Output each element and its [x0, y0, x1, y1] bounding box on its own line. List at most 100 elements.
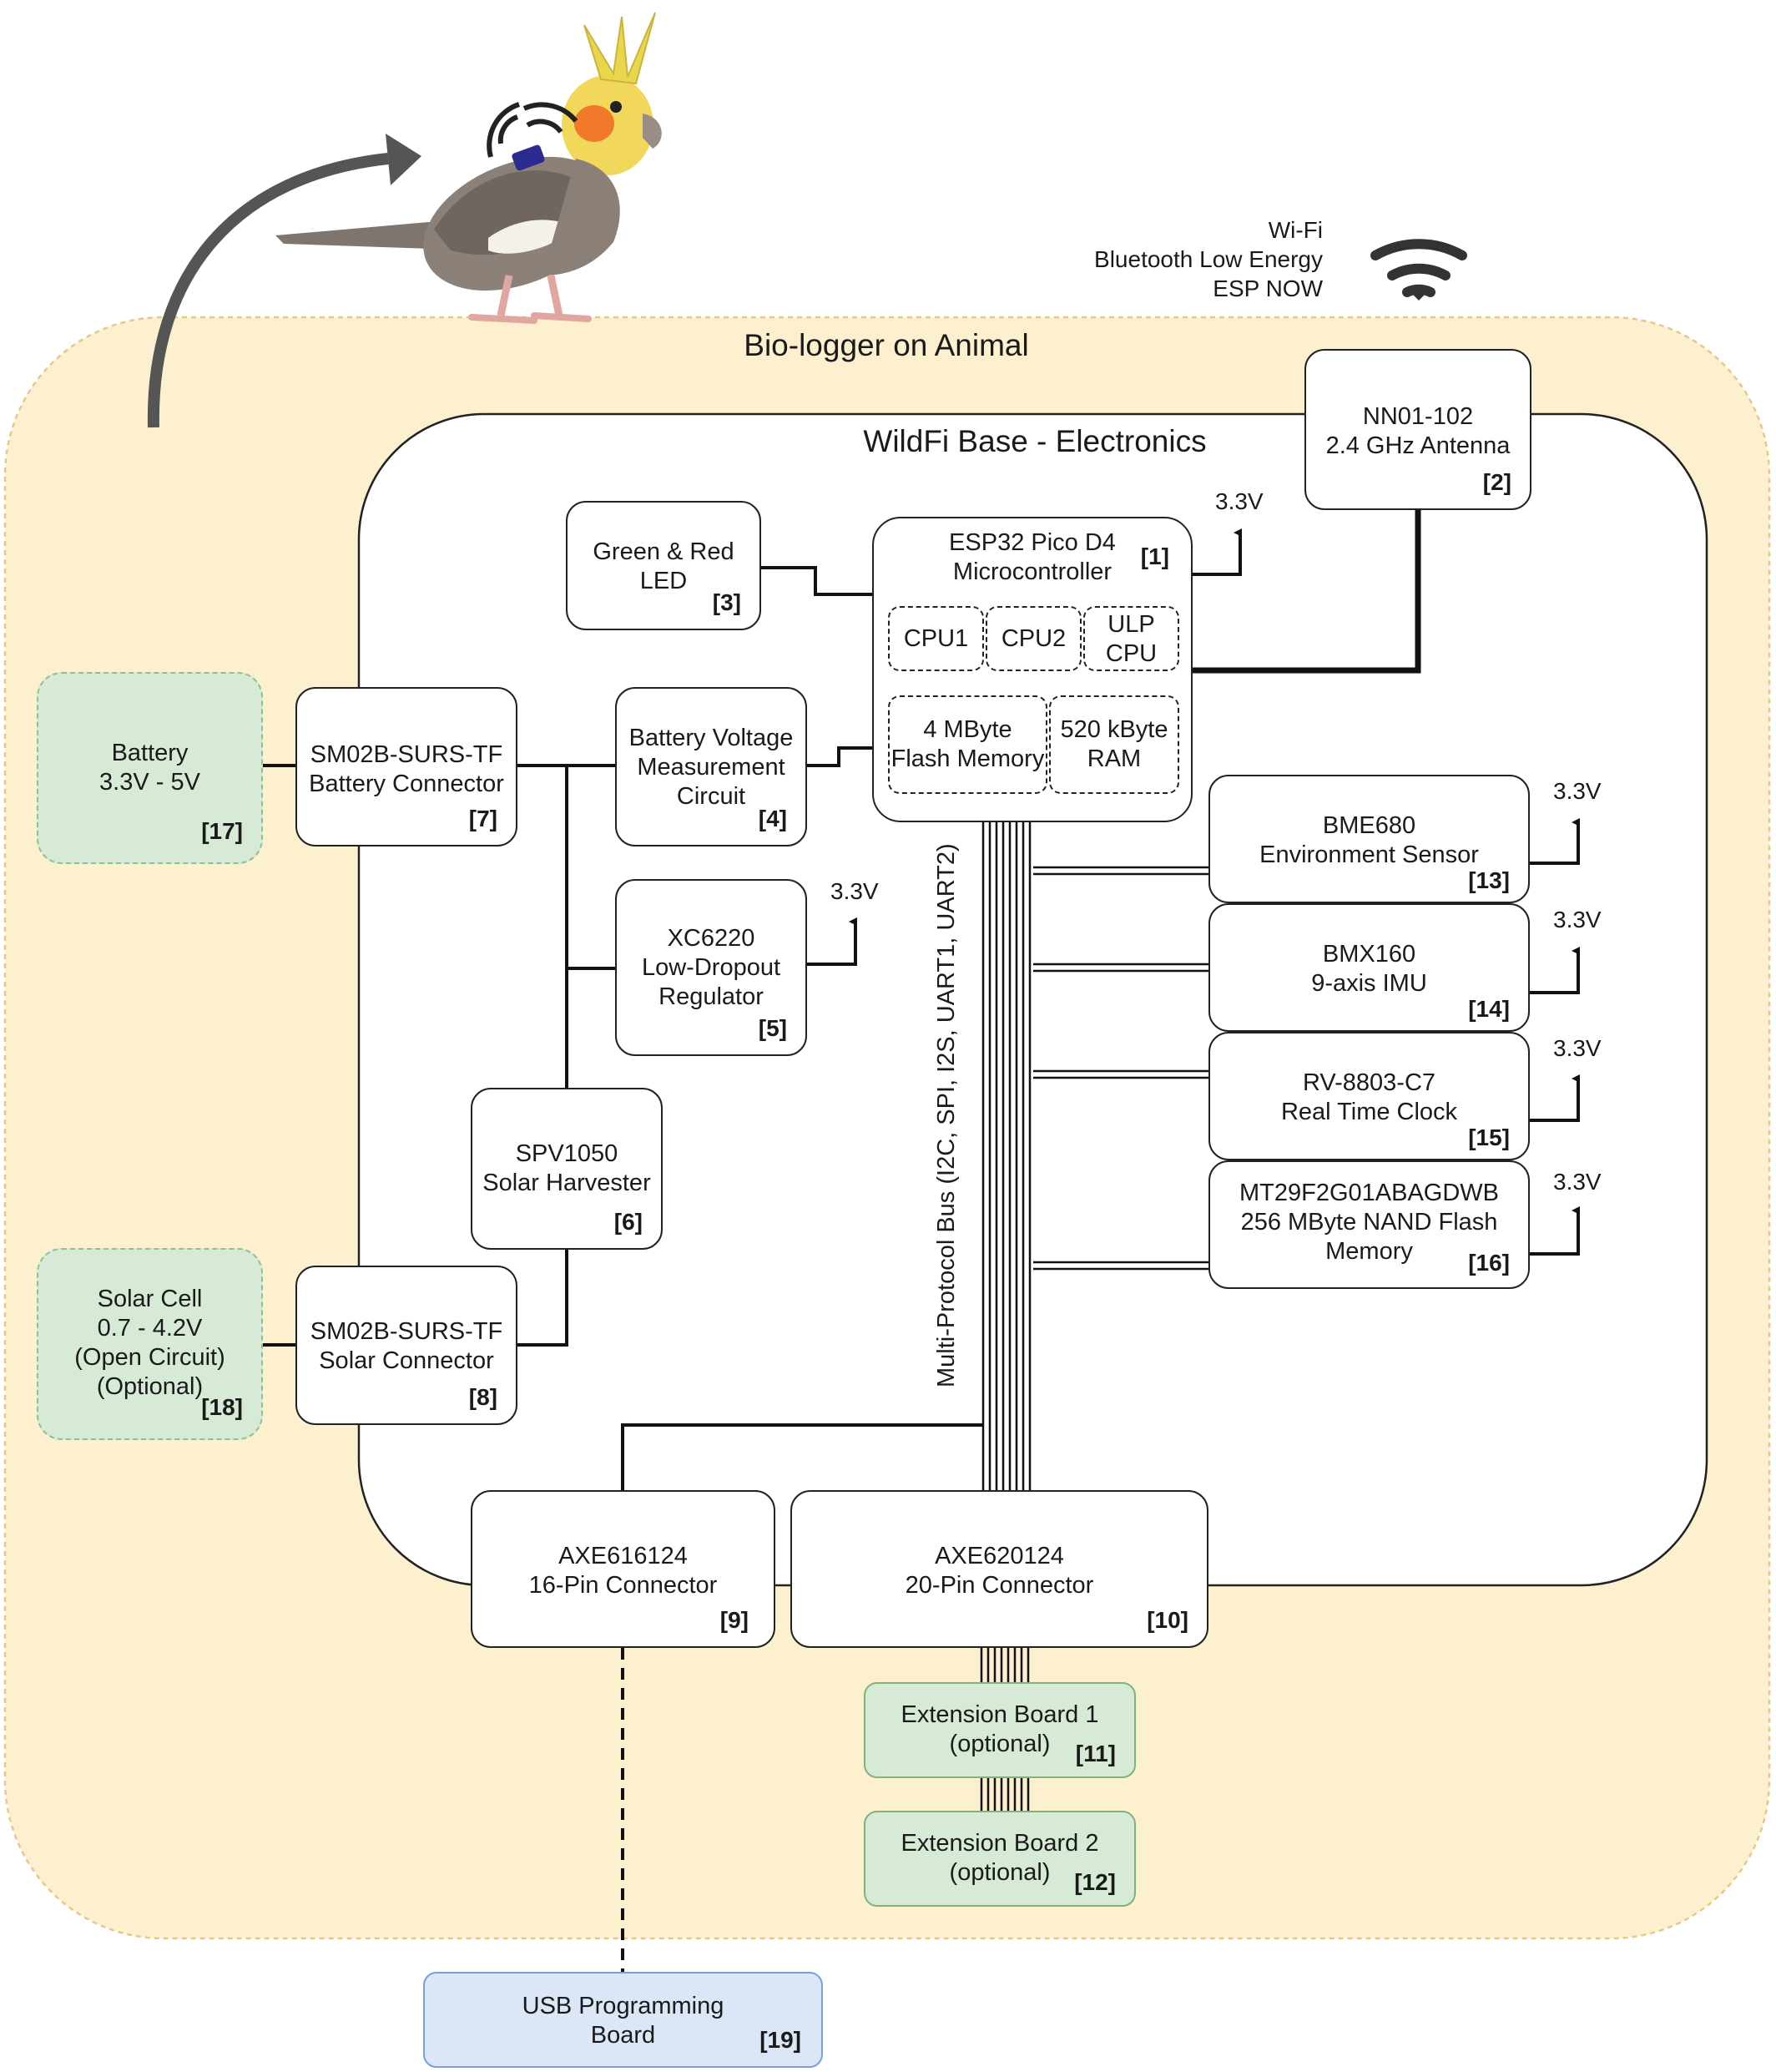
- cpu2-box: CPU2: [986, 606, 1082, 671]
- wire-solarconn-harvester: [517, 1250, 568, 1347]
- bmx-line-1: BMX160: [1322, 941, 1416, 968]
- conn16-line-2: 16-Pin Connector: [528, 1572, 718, 1599]
- solar-line-1: Solar Cell: [97, 1286, 203, 1312]
- solar-connector-ref: [8]: [468, 1384, 497, 1410]
- ulp-line-1: ULP: [1107, 611, 1155, 638]
- cpu1-label: CPU1: [903, 625, 969, 652]
- ext2-line-1: Extension Board 2: [901, 1830, 1099, 1857]
- harvester-line-1: SPV1050: [515, 1140, 618, 1167]
- bvm-ref: [4]: [758, 806, 787, 831]
- ldo-ref: [5]: [758, 1015, 787, 1041]
- conn16-ref: [9]: [719, 1607, 749, 1633]
- conn20-ref: [10]: [1147, 1607, 1188, 1633]
- antenna-ref: [2]: [1482, 469, 1511, 495]
- ulp-cpu-box: ULP CPU: [1083, 606, 1179, 671]
- antenna-box: NN01-102 2.4 GHz Antenna [2]: [1304, 349, 1531, 510]
- bvm-line-1: Battery Voltage: [628, 725, 794, 751]
- mcu-line-2: Microcontroller: [952, 558, 1113, 585]
- ext1-line-2: (optional): [949, 1731, 1051, 1757]
- solar-ref: [18]: [201, 1394, 243, 1420]
- ldo-line-3: Regulator: [658, 983, 764, 1010]
- supply-arrows: [807, 528, 1580, 1256]
- solar-line-2: 0.7 - 4.2V: [97, 1315, 203, 1342]
- wifi-icon: [1370, 239, 1467, 297]
- cockatiel-illustration-icon: [275, 12, 662, 324]
- mcu-line-1: ESP32 Pico D4: [949, 529, 1116, 556]
- usb-ref: [19]: [759, 2027, 801, 2053]
- ram-box: 520 kByte RAM: [1049, 695, 1179, 794]
- supply-arrow-mcu: [1193, 528, 1242, 576]
- antenna-line-2: 2.4 GHz Antenna: [1325, 432, 1511, 459]
- wifi-icon-dot: [1410, 292, 1427, 301]
- wire-bvm-mcu: [807, 746, 872, 767]
- bvm-line-3: Circuit: [676, 783, 746, 810]
- led-line-1: Green & Red: [593, 538, 734, 565]
- antenna-line-1: NN01-102: [1362, 403, 1474, 430]
- cpu2-label: CPU2: [1001, 625, 1067, 652]
- led-ref: [3]: [712, 589, 741, 615]
- nand-line-3: Memory: [1325, 1238, 1413, 1265]
- nand-line-2: 256 MByte NAND Flash: [1240, 1209, 1498, 1236]
- mcu-box: ESP32 Pico D4 Microcontroller [1] CPU1 C…: [872, 517, 1193, 822]
- ldo-line-2: Low-Dropout: [641, 954, 781, 981]
- battery-connector-box: SM02B-SURS-TF Battery Connector [7]: [295, 687, 517, 846]
- connector-20pin-box: AXE620124 20-Pin Connector [10]: [790, 1490, 1208, 1648]
- flash-line-2: Flash Memory: [891, 745, 1045, 772]
- rtc-box: RV-8803-C7 Real Time Clock [15]: [1208, 1032, 1530, 1160]
- bme-line-2: Environment Sensor: [1259, 841, 1479, 868]
- bme-line-1: BME680: [1322, 812, 1416, 839]
- curved-arrow-head: [386, 134, 421, 185]
- wireless-protocol-espnow: ESP NOW: [1213, 275, 1323, 301]
- voltage-label-ldo: 3.3V: [830, 878, 879, 904]
- bmx160-box: BMX160 9-axis IMU [14]: [1208, 903, 1530, 1032]
- battery-line-1: Battery: [111, 740, 189, 766]
- curved-arrow-icon: [147, 153, 389, 428]
- bvm-line-2: Measurement: [637, 754, 785, 781]
- voltage-label-mcu: 3.3V: [1215, 488, 1264, 514]
- bus-branches: [1033, 866, 1208, 1271]
- battery-line-2: 3.3V - 5V: [99, 769, 200, 796]
- ram-line-1: 520 kByte: [1060, 716, 1168, 743]
- bmx-ref: [14]: [1468, 996, 1510, 1022]
- solar-cell-box: Solar Cell 0.7 - 4.2V (Open Circuit) (Op…: [37, 1248, 263, 1440]
- led-line-2: LED: [639, 568, 688, 594]
- multi-protocol-bus: [981, 822, 1032, 1490]
- solar-line-3: (Open Circuit): [74, 1344, 225, 1371]
- solar-harvester-box: SPV1050 Solar Harvester [6]: [471, 1088, 663, 1250]
- supply-arrow-nand: [1530, 1206, 1580, 1256]
- nand-flash-box: MT29F2G01ABAGDWB 256 MByte NAND Flash Me…: [1208, 1160, 1530, 1289]
- ext2-ref: [12]: [1074, 1869, 1116, 1895]
- solar-connector-line-2: Solar Connector: [319, 1347, 494, 1374]
- voltage-label-bmx: 3.3V: [1553, 907, 1602, 932]
- extension-board-2-box: Extension Board 2 (optional) [12]: [864, 1811, 1136, 1907]
- usb-line-2: Board: [590, 2022, 656, 2049]
- ext1-ref: [11]: [1075, 1741, 1116, 1766]
- voltage-label-rtc: 3.3V: [1553, 1035, 1602, 1061]
- extension-board-1-box: Extension Board 1 (optional) [11]: [864, 1682, 1136, 1778]
- solar-line-4: (Optional): [96, 1373, 204, 1400]
- ldo-regulator-box: XC6220 Low-Dropout Regulator [5]: [615, 879, 807, 1056]
- wire-led-mcu: [761, 566, 872, 596]
- signal-waves-icon: [487, 102, 578, 158]
- multi-protocol-bus-label: Multi-Protocol Bus (I2C, SPI, I2S, UART1…: [933, 843, 960, 1387]
- led-box: Green & Red LED [3]: [566, 501, 761, 630]
- ulp-line-2: CPU: [1105, 640, 1158, 667]
- conn20-line-2: 20-Pin Connector: [905, 1572, 1094, 1599]
- wires: [263, 566, 983, 1490]
- supply-arrow-ldo: [807, 917, 857, 966]
- conn16-line-1: AXE616124: [558, 1543, 688, 1569]
- voltage-label-nand: 3.3V: [1553, 1169, 1602, 1195]
- nand-line-1: MT29F2G01ABAGDWB: [1239, 1180, 1500, 1206]
- extension-bus: [980, 1648, 1030, 1811]
- wireless-protocol-ble: Bluetooth Low Energy: [1094, 246, 1323, 272]
- flash-memory-box: 4 MByte Flash Memory: [888, 695, 1047, 794]
- supply-arrow-rtc: [1530, 1074, 1580, 1122]
- voltage-label-bme: 3.3V: [1553, 778, 1602, 804]
- cpu1-box: CPU1: [888, 606, 984, 671]
- battery-ref: [17]: [201, 818, 243, 844]
- battery-box: Battery 3.3V - 5V [17]: [37, 672, 263, 864]
- rtc-line-1: RV-8803-C7: [1302, 1069, 1436, 1096]
- rtc-ref: [15]: [1468, 1124, 1510, 1150]
- supply-arrow-bmx: [1530, 947, 1580, 994]
- ldo-line-1: XC6220: [667, 925, 755, 952]
